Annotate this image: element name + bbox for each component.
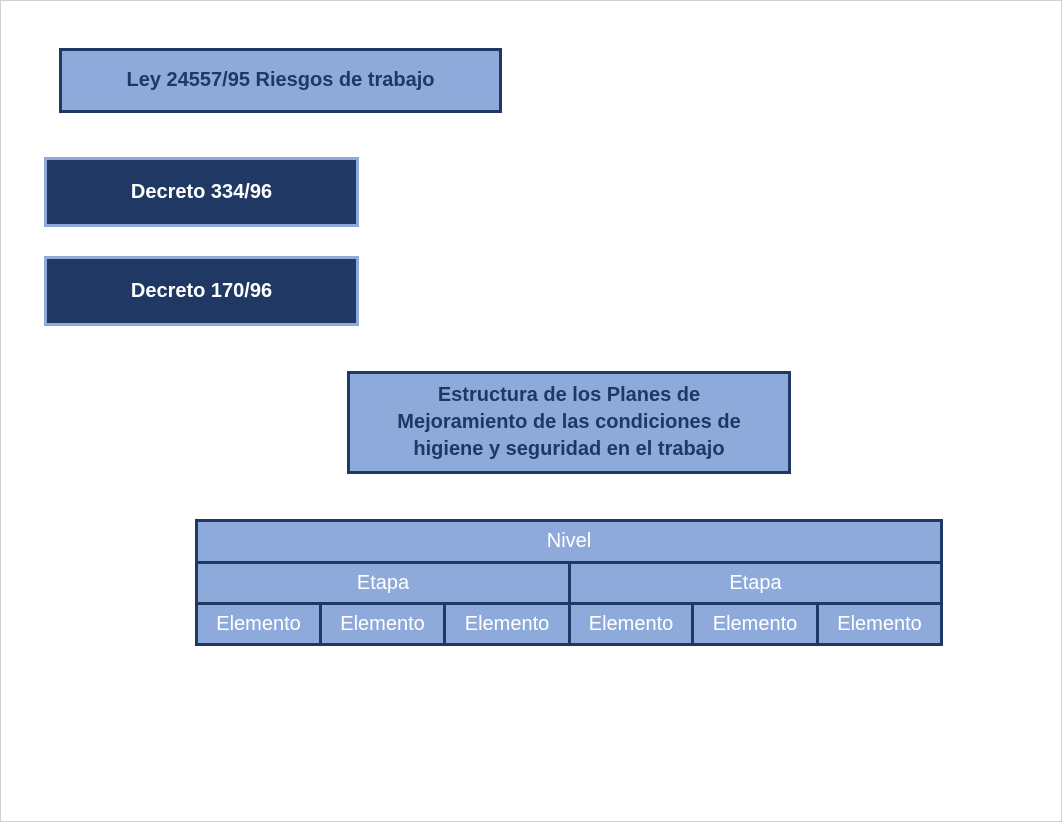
nivel-cell: Nivel: [195, 519, 943, 564]
decreto-334-box: Decreto 334/96: [44, 157, 359, 227]
elemento-cell: Elemento: [443, 602, 571, 646]
etapa-cell: Etapa: [195, 561, 571, 605]
elemento-cell: Elemento: [816, 602, 943, 646]
decreto-170-box: Decreto 170/96: [44, 256, 359, 326]
ley-box: Ley 24557/95 Riesgos de trabajo: [59, 48, 502, 113]
etapa-cell: Etapa: [568, 561, 943, 605]
elemento-cell: Elemento: [691, 602, 819, 646]
elemento-cell: Elemento: [568, 602, 694, 646]
estructura-box: Estructura de los Planes de Mejoramiento…: [347, 371, 791, 474]
elemento-cell: Elemento: [319, 602, 446, 646]
elemento-cell: Elemento: [195, 602, 322, 646]
